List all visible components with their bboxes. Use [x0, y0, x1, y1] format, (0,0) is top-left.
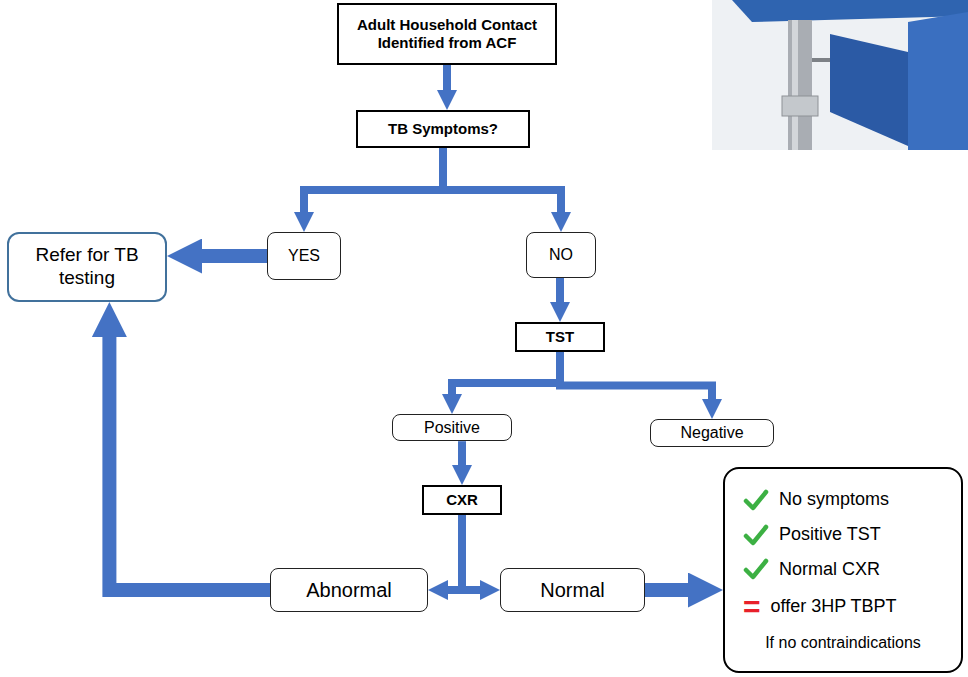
flow-arrow: [458, 441, 466, 465]
criteria-text: If no contraindications: [765, 633, 921, 652]
signpost-photo: [712, 0, 968, 150]
box-label: Negative: [680, 423, 743, 442]
box-label: YES: [288, 246, 320, 265]
photo-sky: [712, 0, 968, 150]
flow-arrow: [443, 65, 451, 90]
start-box: Adult Household Contact Identified from …: [337, 3, 557, 65]
box-label: TB Symptoms?: [388, 120, 498, 138]
grey-pole: [788, 20, 812, 150]
criteria-text: offer 3HP TBPT: [771, 596, 897, 618]
test-box: CXR: [422, 485, 502, 515]
flow-arrow: [452, 352, 560, 394]
pole-highlight: [792, 20, 798, 150]
criteria-row: No symptoms: [735, 488, 951, 512]
blue-plate: [830, 34, 908, 146]
criteria-row: If no contraindications: [735, 633, 951, 652]
check-mark: [743, 488, 769, 512]
flow-arrow: [645, 583, 688, 597]
check-mark-stroke: [746, 527, 766, 543]
box-label: Adult Household Contact Identified from …: [347, 16, 547, 52]
flow-arrow: [109, 337, 270, 590]
criteria-text: Normal CXR: [779, 559, 880, 581]
box-label: TST: [546, 328, 574, 346]
criteria-text: No symptoms: [779, 489, 889, 511]
flow-arrow: [202, 249, 267, 263]
check-mark-stroke: [746, 561, 766, 577]
box-label: CXR: [446, 491, 478, 509]
box-label: Abnormal: [306, 578, 392, 602]
result-box: Abnormal: [270, 568, 428, 612]
result-box: Negative: [650, 419, 774, 447]
box-label: Normal: [540, 578, 604, 602]
answer-box: YES: [267, 232, 341, 280]
pole-clamp: [782, 96, 818, 116]
check-mark-stroke: [746, 492, 766, 508]
box-label: NO: [549, 245, 573, 264]
criteria-row: = offer 3HP TBPT: [735, 592, 951, 622]
flow-arrow: [443, 148, 561, 212]
flow-arrow: [556, 278, 564, 302]
box-label: Positive: [424, 418, 480, 437]
criteria-text: Positive TST: [779, 524, 881, 546]
flow-arrow: [304, 148, 443, 212]
bracket: [812, 58, 830, 62]
flow-arrow: [462, 515, 480, 590]
criteria-row: Positive TST: [735, 523, 951, 547]
question-box: TB Symptoms?: [356, 110, 530, 148]
result-box: Normal: [500, 568, 645, 612]
flow-arrow: [560, 352, 712, 399]
referral-box: Refer for TB testing: [7, 232, 167, 302]
equals-sign: =: [743, 592, 761, 622]
answer-box: NO: [526, 232, 596, 278]
criteria-box: No symptomsPositive TST Normal CXR = offer …: [723, 467, 963, 673]
blue-panel: [908, 12, 968, 150]
criteria-row: Normal CXR: [735, 557, 951, 581]
result-box: Positive: [392, 414, 512, 441]
box-label: Refer for TB testing: [17, 244, 157, 290]
test-box: TST: [515, 322, 605, 352]
check-mark: [743, 557, 769, 581]
check-mark: [743, 523, 769, 547]
